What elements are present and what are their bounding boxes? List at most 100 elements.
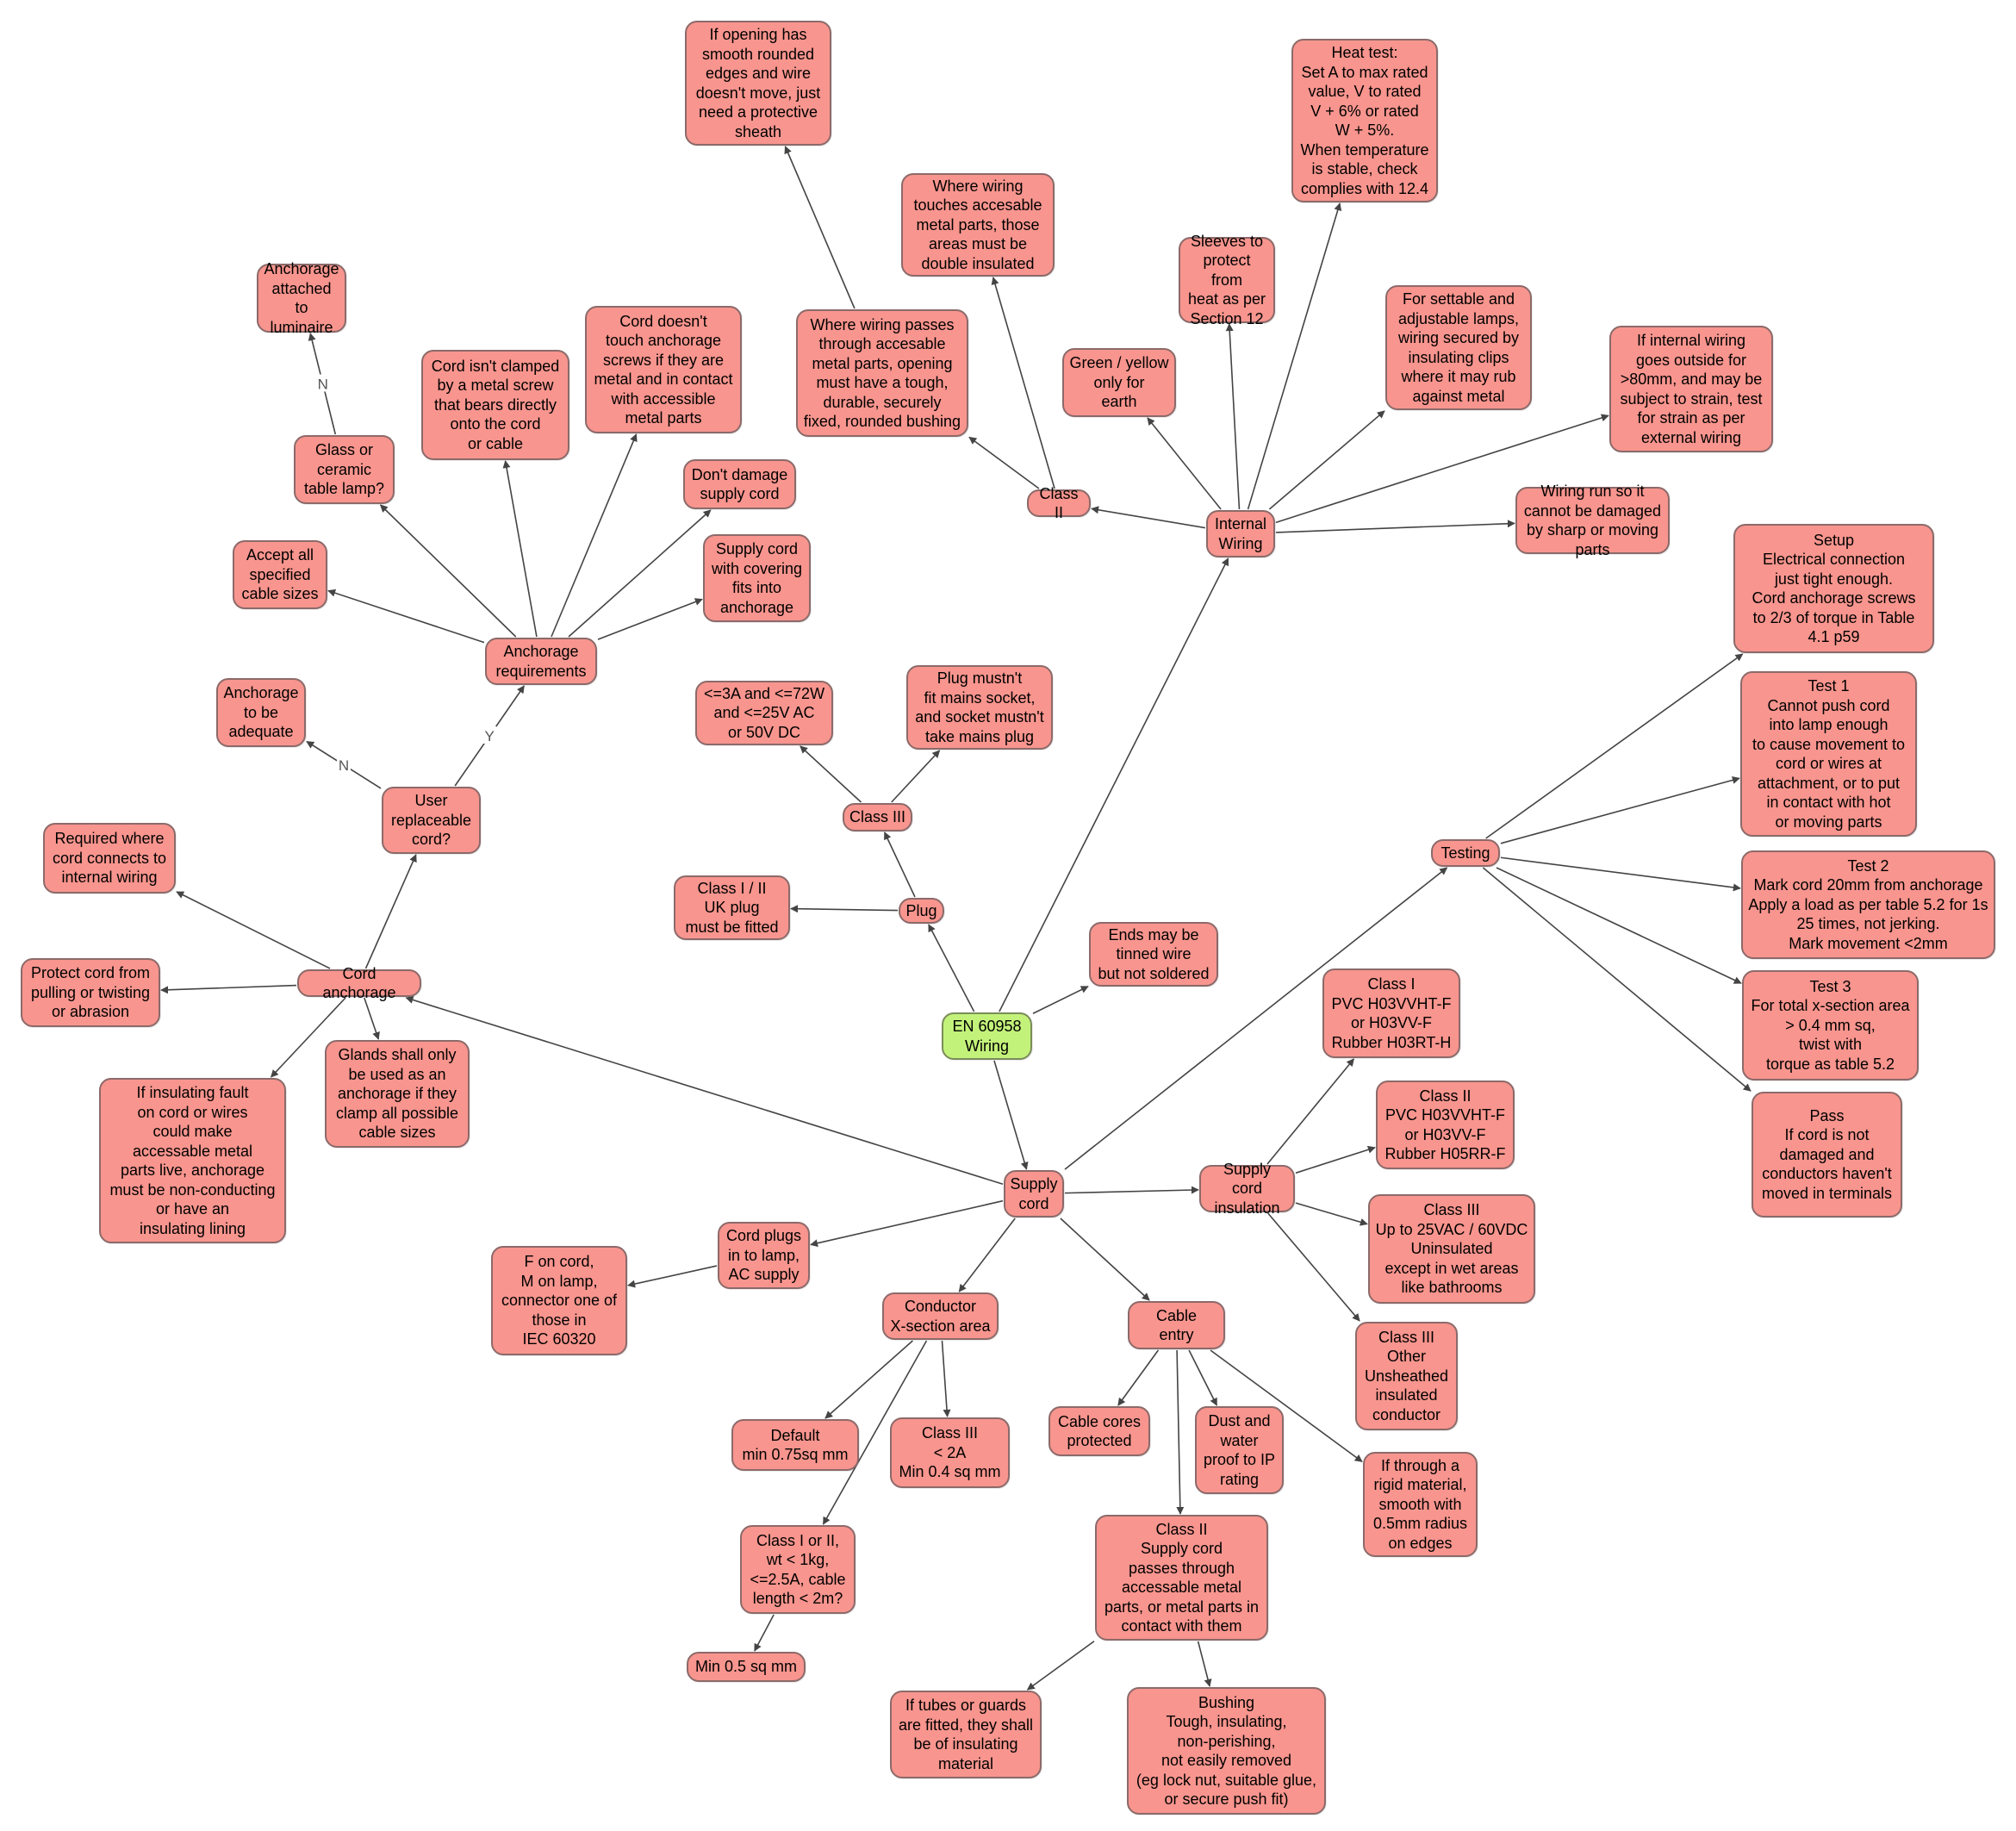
edge-supply-to-conductor <box>958 1218 1016 1292</box>
node-ins1[interactable]: Class I PVC H03VVHT-F or H03VV-F Rubber … <box>1322 968 1460 1058</box>
node-touches[interactable]: Where wiring touches accesable metal par… <box>901 173 1055 277</box>
edge-cableentry-to-rigid <box>1210 1349 1363 1463</box>
node-supply[interactable]: Supply cord <box>1004 1170 1064 1218</box>
edge-testing-to-test1 <box>1500 776 1740 844</box>
edge-anchreq-to-clamped <box>502 460 538 638</box>
edge-supply-to-cableentry <box>1060 1218 1150 1301</box>
edge-testing-to-test2 <box>1500 856 1741 892</box>
edge-plug-to-class12uk <box>790 905 899 913</box>
edge-internal-to-wiringrun <box>1275 520 1515 533</box>
node-test1[interactable]: Test 1 Cannot push cord into lamp enough… <box>1740 671 1917 837</box>
edge-internal-to-settable <box>1268 410 1385 510</box>
node-cores[interactable]: Cable cores protected <box>1048 1406 1150 1456</box>
node-doesnttouch[interactable]: Cord doesn't touch anchorage screws if t… <box>585 306 742 433</box>
node-ins3b[interactable]: Class III Other Unsheathed insulated con… <box>1355 1322 1458 1430</box>
edge-conductor-to-class3min <box>941 1340 951 1417</box>
node-required[interactable]: Required where cord connects to internal… <box>43 823 176 894</box>
edge-internal-to-sleeves <box>1225 323 1241 510</box>
node-settable[interactable]: For settable and adjustable lamps, wirin… <box>1385 285 1532 410</box>
node-dust[interactable]: Dust and water proof to IP rating <box>1195 1406 1284 1494</box>
node-insfault[interactable]: If insulating fault on cord or wires cou… <box>99 1078 286 1243</box>
node-acceptall[interactable]: Accept all specified cable sizes <box>233 540 327 609</box>
node-glands[interactable]: Glands shall only be used as an anchorag… <box>325 1040 470 1148</box>
edge-root-to-ends <box>1032 986 1089 1014</box>
edge-anchreq-to-acceptall <box>327 589 485 644</box>
edge-cordanch-to-glands <box>364 997 380 1040</box>
edge-testing-to-test3 <box>1496 867 1742 984</box>
node-testing[interactable]: Testing <box>1431 839 1500 867</box>
node-glass[interactable]: Glass or ceramic table lamp? <box>294 435 395 504</box>
edge-internal-to-greenyellow <box>1147 417 1222 510</box>
node-protect[interactable]: Protect cord from pulling or twisting or… <box>21 958 160 1027</box>
edge-conductor-to-class12 <box>822 1340 928 1525</box>
node-anchadeq[interactable]: Anchorage to be adequate <box>216 678 306 747</box>
node-anchreq[interactable]: Anchorage requirements <box>485 638 597 685</box>
node-ends[interactable]: Ends may be tinned wire but not soldered <box>1089 922 1218 987</box>
node-userrep[interactable]: User replaceable cord? <box>382 787 481 854</box>
node-plug[interactable]: Plug <box>899 898 944 924</box>
node-pass[interactable]: Pass If cord is not damaged and conducto… <box>1752 1092 1902 1218</box>
node-heattest[interactable]: Heat test: Set A to max rated value, V t… <box>1291 39 1438 202</box>
node-clamped[interactable]: Cord isn't clamped by a metal screw that… <box>421 350 569 460</box>
node-ins2[interactable]: Class II PVC H03VVHT-F or H03VV-F Rubber… <box>1376 1081 1515 1169</box>
node-default[interactable]: Default min 0.75sq mm <box>731 1419 859 1471</box>
node-class3[interactable]: Class III <box>843 803 912 831</box>
node-internal[interactable]: Internal Wiring <box>1206 510 1275 557</box>
edge-classIIsupply-to-tubes <box>1026 1641 1095 1691</box>
node-dontdamage[interactable]: Don't damage supply cord <box>683 459 796 509</box>
node-outside[interactable]: If internal wiring goes outside for >80m… <box>1609 326 1773 452</box>
edge-supplyins-to-ins3b <box>1267 1212 1360 1322</box>
node-setup[interactable]: Setup Electrical connection just tight e… <box>1733 524 1934 653</box>
node-cableentry[interactable]: Cable entry <box>1128 1301 1225 1349</box>
edge-root-to-internal <box>999 557 1229 1012</box>
node-test3[interactable]: Test 3 For total x-section area > 0.4 mm… <box>1742 970 1919 1081</box>
edge-class3-to-limits3 <box>800 745 862 803</box>
edge-internal-to-classII <box>1091 506 1206 529</box>
node-root[interactable]: EN 60958 Wiring <box>942 1012 1032 1060</box>
edge-supplyins-to-ins2 <box>1295 1145 1376 1174</box>
edge-class12-to-min05 <box>754 1614 775 1652</box>
node-sleeves[interactable]: Sleeves to protect from heat as per Sect… <box>1179 233 1275 327</box>
edge-supply-to-supplyins <box>1064 1186 1199 1194</box>
node-rigid[interactable]: If through a rigid material, smooth with… <box>1363 1452 1478 1557</box>
node-wiringrun[interactable]: Wiring run so it cannot be damaged by sh… <box>1515 483 1670 558</box>
node-cordplugs[interactable]: Cord plugs in to lamp, AC supply <box>718 1222 810 1289</box>
node-covering[interactable]: Supply cord with covering fits into anch… <box>703 534 811 622</box>
node-classIIsupply[interactable]: Class II Supply cord passes through acce… <box>1095 1515 1268 1641</box>
edge-cordanch-to-userrep <box>364 854 417 969</box>
node-attached[interactable]: Anchorage attached to luminaire <box>257 260 346 336</box>
edge-label-bg <box>482 726 497 744</box>
node-bushing[interactable]: Bushing Tough, insulating, non-perishing… <box>1127 1687 1326 1815</box>
node-tubes[interactable]: If tubes or guards are fitted, they shal… <box>890 1691 1042 1778</box>
edge-passes-to-opening <box>784 146 856 309</box>
node-fcord[interactable]: F on cord, M on lamp, connector one of t… <box>491 1246 627 1355</box>
edge-anchreq-to-dontdamage <box>568 509 712 638</box>
node-class12uk[interactable]: Class I / II UK plug must be fitted <box>674 875 790 940</box>
node-test2[interactable]: Test 2 Mark cord 20mm from anchorage App… <box>1741 850 1995 959</box>
node-passes[interactable]: Where wiring passes through accesable me… <box>796 309 968 437</box>
edge-cableentry-to-cores <box>1117 1349 1160 1406</box>
edge-supplyins-to-ins1 <box>1266 1058 1354 1165</box>
edge-cableentry-to-dust <box>1188 1349 1218 1406</box>
edge-testing-to-pass <box>1482 867 1752 1092</box>
node-opening[interactable]: If opening has smooth rounded edges and … <box>685 21 831 146</box>
node-classII[interactable]: Class II <box>1027 485 1091 521</box>
edge-plug-to-class3 <box>884 831 916 898</box>
node-class3min[interactable]: Class III < 2A Min 0.4 sq mm <box>890 1417 1010 1488</box>
node-cordanch[interactable]: Cord anchorage <box>297 965 421 1001</box>
edge-label-userrep-to-anchadeq: N <box>339 757 349 774</box>
edge-cordanch-to-protect <box>160 984 297 994</box>
edge-root-to-supply <box>993 1060 1029 1170</box>
node-class12[interactable]: Class I or II, wt < 1kg, <=2.5A, cable l… <box>740 1525 856 1614</box>
edge-cordanch-to-insfault <box>270 997 346 1078</box>
node-conductor[interactable]: Conductor X-section area <box>882 1292 999 1340</box>
node-ins3[interactable]: Class III Up to 25VAC / 60VDC Uninsulate… <box>1368 1194 1535 1304</box>
node-min05[interactable]: Min 0.5 sq mm <box>687 1652 806 1682</box>
node-limits3[interactable]: <=3A and <=72W and <=25V AC or 50V DC <box>695 681 833 745</box>
node-supplyins[interactable]: Supply cord insulation <box>1199 1161 1295 1217</box>
edge-root-to-plug <box>928 924 975 1012</box>
edge-label-bg <box>315 374 330 392</box>
node-plugnot[interactable]: Plug mustn't fit mains socket, and socke… <box>906 665 1053 750</box>
node-greenyellow[interactable]: Green / yellow only for earth <box>1062 348 1176 417</box>
